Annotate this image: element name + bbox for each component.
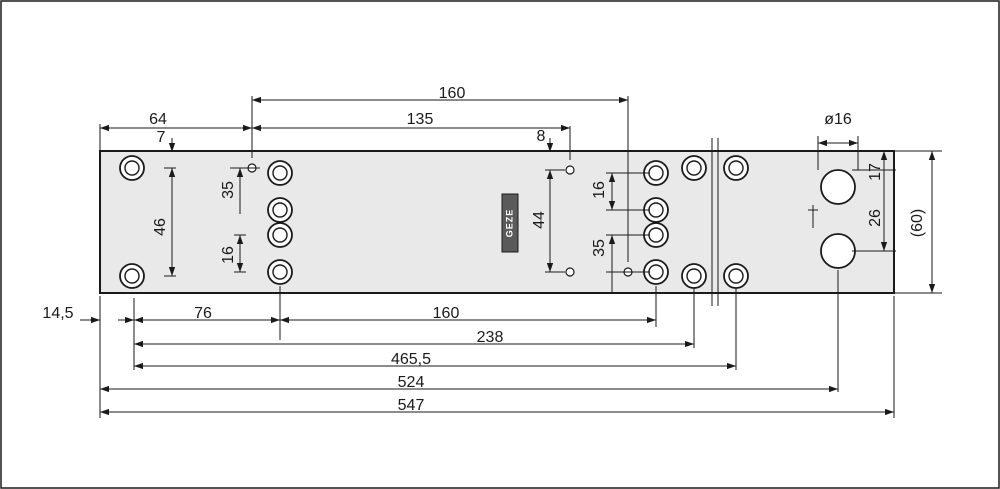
counterbored-hole bbox=[267, 197, 293, 223]
counterbored-hole bbox=[267, 222, 293, 248]
counterbored-hole bbox=[119, 155, 145, 181]
geze-logo: GEZE bbox=[501, 193, 519, 253]
dim-bottom-160: 160 bbox=[433, 305, 460, 322]
large-hole bbox=[820, 169, 856, 205]
counterbored-hole bbox=[723, 263, 749, 289]
dim-top-7: 7 bbox=[157, 129, 166, 146]
dim-top-160: 160 bbox=[439, 85, 466, 102]
dim-top-64: 64 bbox=[149, 111, 167, 128]
dim-mid-35: 35 bbox=[591, 239, 608, 257]
dim-right-60: (60) bbox=[909, 209, 926, 237]
dim-right-26: 26 bbox=[867, 209, 884, 227]
dim-bottom-14-5: 14,5 bbox=[42, 305, 73, 322]
dim-bottom-524: 524 bbox=[398, 374, 425, 391]
counterbored-hole bbox=[643, 259, 669, 285]
dim-left-46: 46 bbox=[152, 218, 169, 236]
counterbored-hole bbox=[643, 160, 669, 186]
dim-mid-44: 44 bbox=[531, 211, 548, 229]
counterbored-hole bbox=[643, 197, 669, 223]
mounting-plate bbox=[99, 150, 895, 294]
dim-top-135: 135 bbox=[407, 111, 434, 128]
counterbored-hole bbox=[723, 155, 749, 181]
small-hole bbox=[565, 165, 575, 175]
dim-bottom-76: 76 bbox=[194, 305, 212, 322]
dim-mid-16: 16 bbox=[591, 181, 608, 199]
mounting-holes bbox=[119, 155, 856, 289]
counterbored-hole bbox=[267, 160, 293, 186]
dim-diameter-16: ø16 bbox=[824, 111, 852, 128]
small-hole bbox=[565, 267, 575, 277]
dim-bottom-238: 238 bbox=[477, 329, 504, 346]
large-hole bbox=[820, 233, 856, 269]
dimension-labels: 160 64 135 7 8 ø16 35 46 16 44 16 35 17 … bbox=[42, 85, 926, 414]
dimension-lines bbox=[80, 96, 942, 418]
dim-top-8: 8 bbox=[537, 128, 546, 145]
counterbored-hole bbox=[681, 263, 707, 289]
counterbored-hole bbox=[681, 155, 707, 181]
dim-bottom-547: 547 bbox=[398, 397, 425, 414]
dim-left-16: 16 bbox=[220, 246, 237, 264]
counterbored-hole bbox=[267, 259, 293, 285]
dim-left-35: 35 bbox=[220, 181, 237, 199]
break-lines bbox=[711, 138, 719, 306]
counterbored-hole bbox=[119, 263, 145, 289]
dim-right-17: 17 bbox=[867, 163, 884, 181]
dim-bottom-465-5: 465,5 bbox=[391, 351, 431, 368]
logo-text: GEZE bbox=[504, 209, 514, 238]
